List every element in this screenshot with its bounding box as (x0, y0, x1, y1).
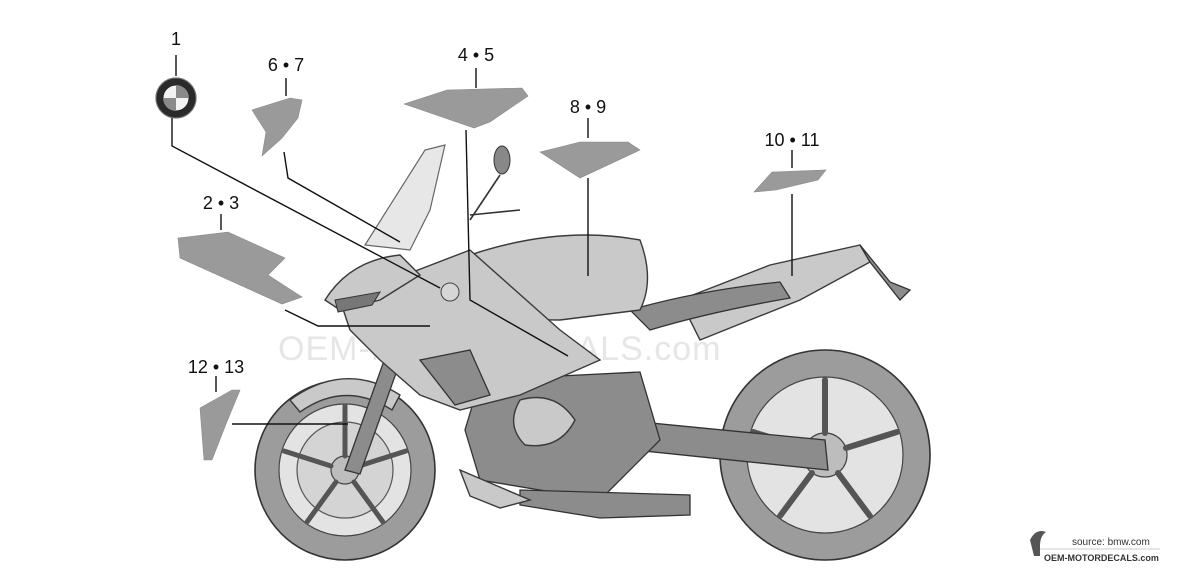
callout-label-2-3: 2 • 3 (203, 193, 239, 213)
footer-brand: OEM-MOTORDECALS.com (1044, 553, 1159, 563)
decal-2-3-shape (177, 231, 303, 305)
callout-label-12-13: 12 • 13 (188, 357, 244, 377)
leader-lines (171, 55, 793, 425)
callout-label-8-9: 8 • 9 (570, 97, 606, 117)
motorcycle-illustration (254, 144, 931, 561)
callout-label-1: 1 (171, 29, 181, 49)
callout-label-10-11: 10 • 11 (764, 130, 819, 150)
bmw-emblem (155, 77, 197, 119)
brand-logo-icon (1030, 531, 1046, 556)
decal-shapes (177, 87, 827, 461)
callout-label-4-5: 4 • 5 (458, 45, 494, 65)
callout-labels: 1 6 • 7 4 • 5 8 • 9 10 • 11 2 • 3 12 • 1… (171, 29, 820, 377)
decal-4-5-shape (403, 87, 529, 129)
source-credit: source: bmw.com OEM-MOTORDECALS.com (1030, 531, 1160, 563)
decal-10-11-shape (753, 169, 827, 193)
decal-8-9-shape (539, 141, 641, 179)
decal-12-13-shape (199, 389, 241, 461)
callout-label-6-7: 6 • 7 (268, 55, 304, 75)
decal-6-7-shape (251, 97, 303, 157)
source-note: source: bmw.com (1072, 537, 1150, 548)
